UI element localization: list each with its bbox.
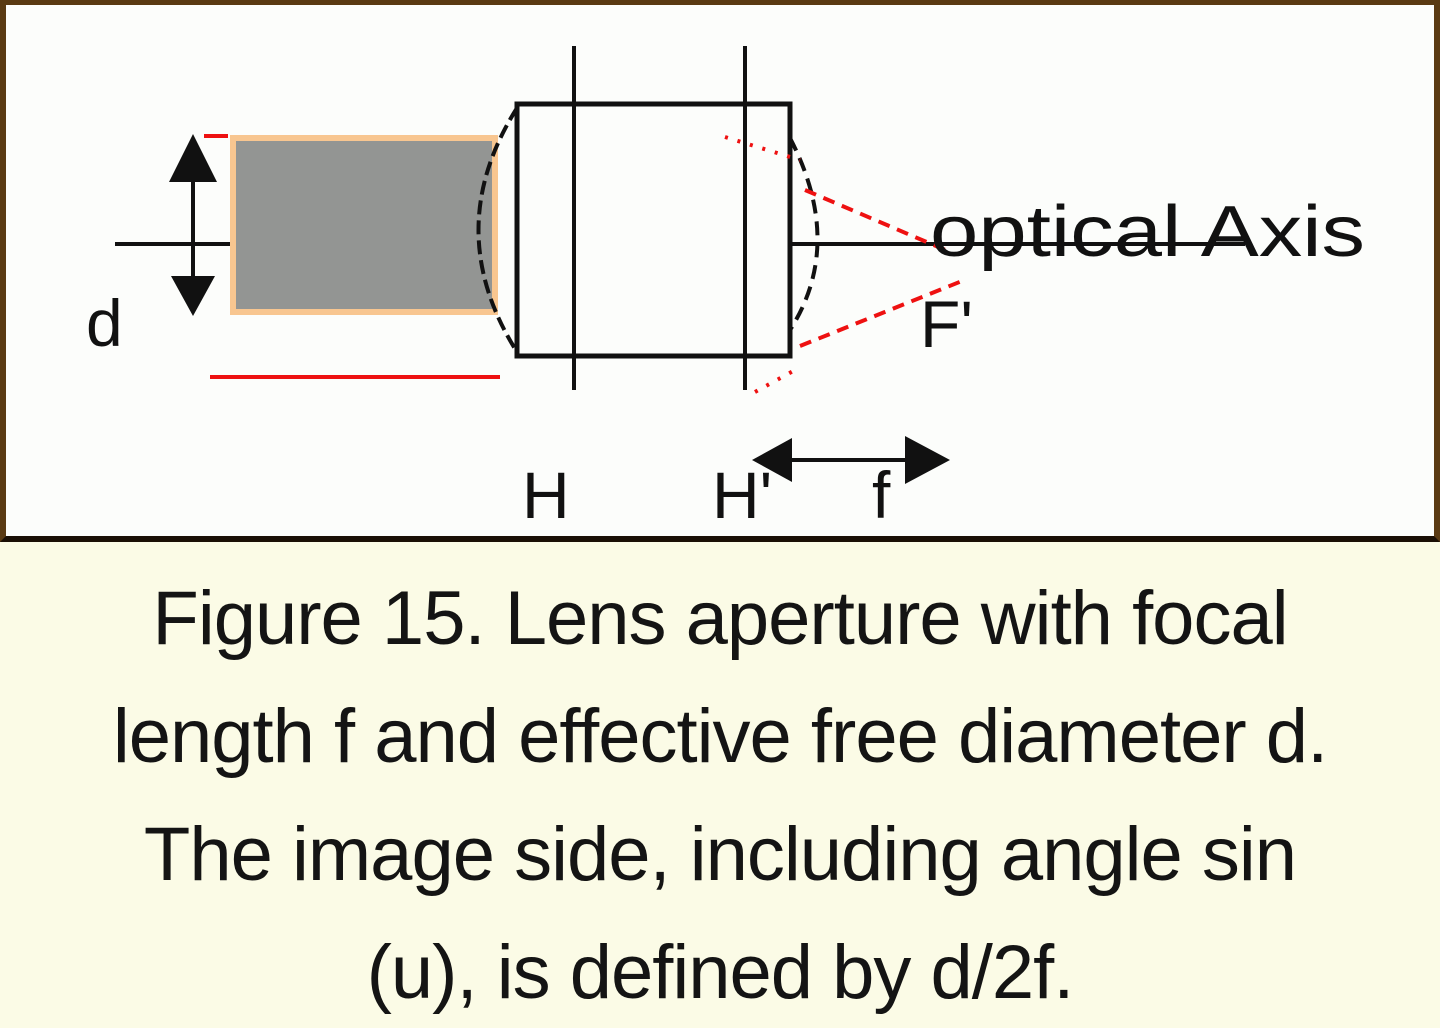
h-prime-label: H' — [712, 458, 772, 532]
caption-line-4: (u), is defined by d/2f. — [366, 930, 1075, 1015]
lens-diagram-panel: optical Axis F' d H H' f — [0, 0, 1440, 542]
focal-length-label: f — [872, 458, 891, 532]
h-label: H — [522, 458, 570, 532]
aperture-block — [230, 135, 498, 315]
focal-point-label: F' — [920, 287, 973, 361]
lens-diagram: optical Axis F' d H H' f — [86, 46, 1365, 532]
caption-line-2: length f and effective free diameter d. — [112, 694, 1328, 779]
lens-body — [514, 101, 793, 359]
caption-line-3: The image side, including angle sin — [143, 812, 1297, 897]
caption-line-1: Figure 15. Lens aperture with focal — [152, 576, 1288, 661]
figure-caption: Figure 15. Lens aperture with focal leng… — [0, 542, 1440, 1028]
optical-axis-label: optical Axis — [930, 192, 1365, 272]
diameter-label: d — [86, 286, 123, 360]
focal-length-arrow-icon — [752, 436, 950, 484]
lens-front-surface — [476, 106, 519, 354]
diameter-arrow-icon — [169, 134, 217, 316]
converging-rays — [724, 135, 963, 394]
lens-rear-surface — [788, 137, 820, 332]
